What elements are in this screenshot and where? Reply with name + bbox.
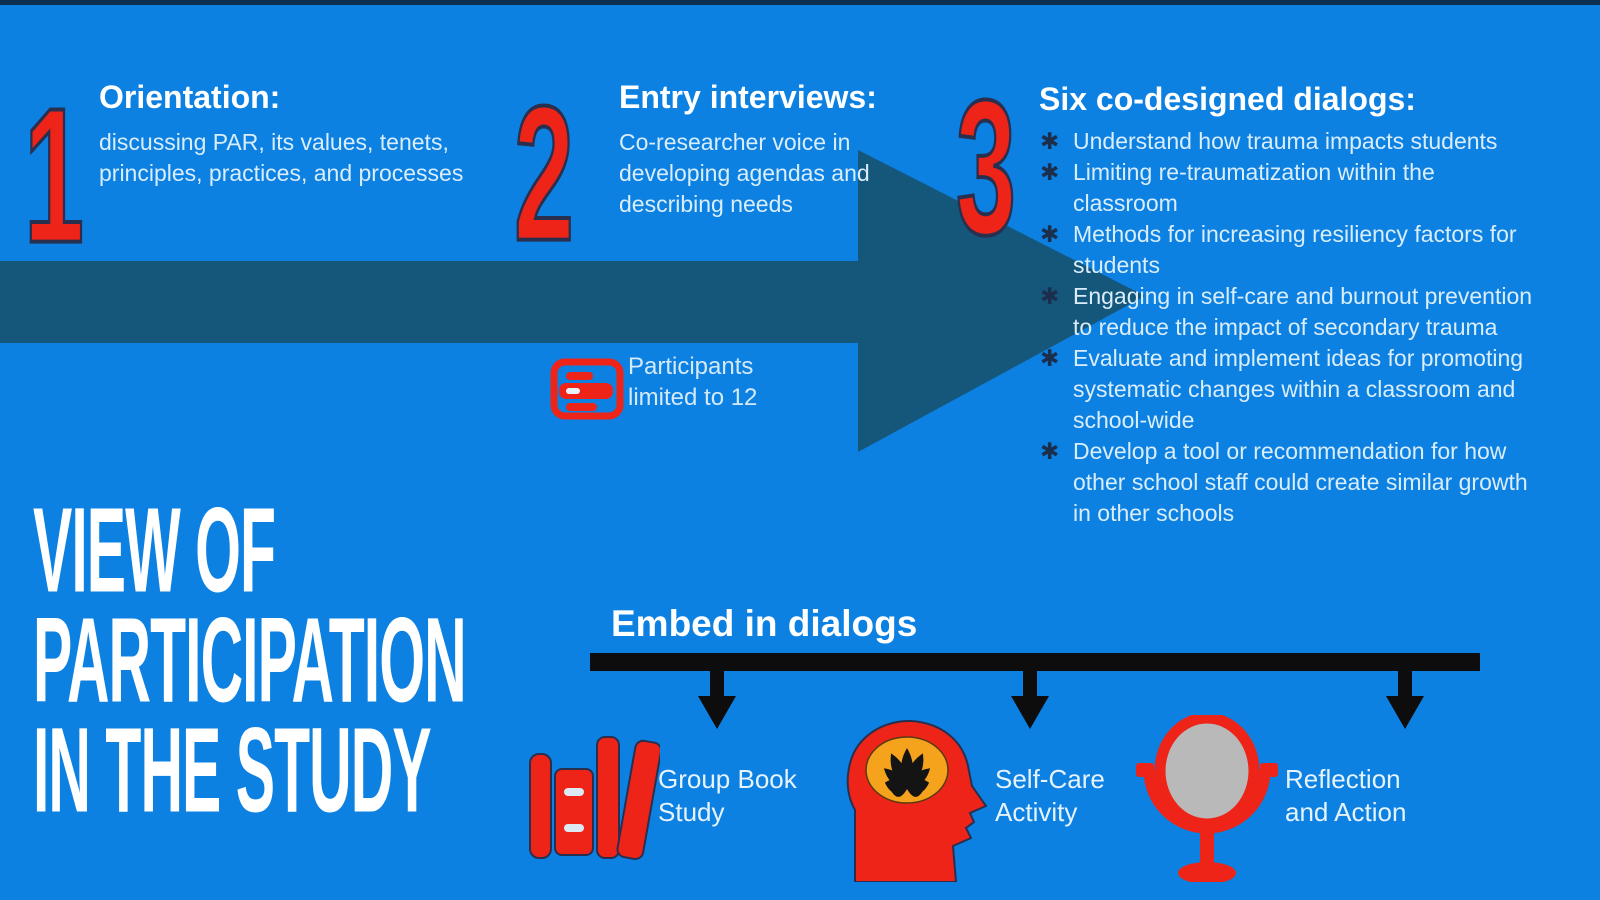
asterisk-bullet-icon: ✱ <box>1040 221 1060 247</box>
participants-note: Participants limited to 12 <box>628 353 758 411</box>
asterisk-bullet-icon: ✱ <box>1040 159 1060 185</box>
step-3-bullet-list: ✱ Understand how trauma impacts students… <box>1040 126 1536 529</box>
step-3-number: 3 <box>955 60 1017 276</box>
vanity-mirror-icon <box>1136 715 1278 882</box>
main-title-line-2: PARTICIPATION <box>33 594 467 729</box>
participant-card-icon <box>550 358 624 420</box>
step-1-title: Orientation: <box>99 79 281 115</box>
asterisk-bullet-icon: ✱ <box>1040 128 1060 154</box>
bullet-item: ✱ Understand how trauma impacts students <box>1040 126 1536 157</box>
head-lotus-icon <box>846 719 987 882</box>
top-border <box>0 0 1600 5</box>
timeline-label-reflection-and-action: Reflection and Action <box>1285 764 1407 827</box>
down-arrow-icon <box>698 671 736 729</box>
main-title-line-3: IN THE STUDY <box>33 704 432 839</box>
bullet-item: ✱ Methods for increasing resiliency fact… <box>1040 221 1517 278</box>
down-arrow-icon <box>1386 671 1424 729</box>
embed-heading: Embed in dialogs <box>611 603 918 644</box>
main-title-line-1: VIEW OF <box>33 484 276 619</box>
asterisk-bullet-icon: ✱ <box>1040 438 1060 464</box>
step-1-body: discussing PAR, its values, tenets, prin… <box>99 129 464 187</box>
asterisk-bullet-icon: ✱ <box>1040 345 1060 371</box>
step-2-body: Co-researcher voice in developing agenda… <box>619 129 870 218</box>
step-2-number: 2 <box>513 66 575 282</box>
step-2-title: Entry interviews: <box>619 79 877 115</box>
bullet-item: ✱ Develop a tool or recommendation for h… <box>1040 438 1528 526</box>
asterisk-bullet-icon: ✱ <box>1040 283 1060 309</box>
down-arrow-icon <box>1011 671 1049 729</box>
bullet-item: ✱ Limiting re-traumatization within the … <box>1040 159 1435 216</box>
step-1-number: 1 <box>23 68 85 284</box>
timeline-label-self-care-activity: Self-Care Activity <box>995 764 1105 827</box>
lotus-flower-icon <box>883 748 931 797</box>
bullet-item: ✱ Evaluate and implement ideas for promo… <box>1040 345 1524 433</box>
timeline-label-group-book-study: Group Book Study <box>658 764 797 827</box>
books-icon <box>529 736 660 860</box>
bullet-item: ✱ Engaging in self-care and burnout prev… <box>1040 283 1533 340</box>
step-3-title: Six co-designed dialogs: <box>1039 81 1416 117</box>
